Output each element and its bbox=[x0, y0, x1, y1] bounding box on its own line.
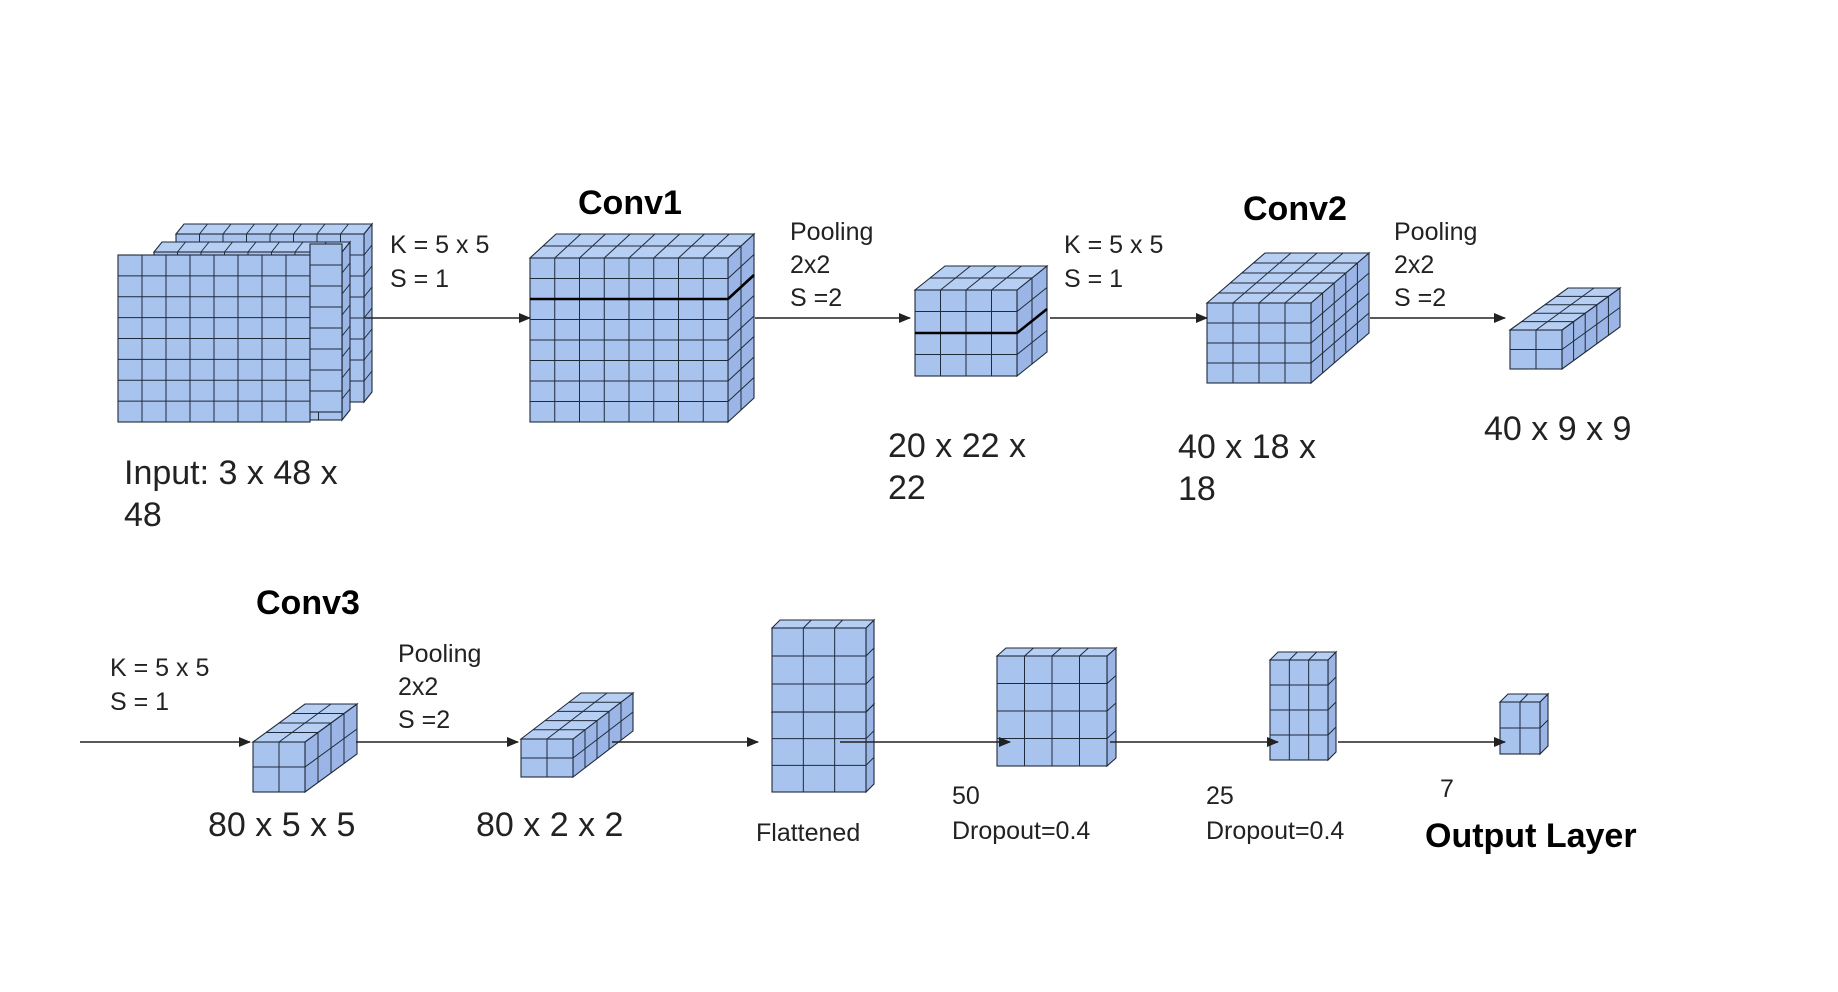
fc2-size: 25 bbox=[1206, 782, 1234, 810]
fc2-dropout: Dropout=0.4 bbox=[1206, 817, 1344, 845]
dim-after-conv2-line1: 40 x 18 x bbox=[1178, 428, 1316, 466]
input-dim-line1: Input: 3 x 48 x bbox=[124, 454, 338, 492]
conv1-volume bbox=[528, 232, 756, 424]
dim-after-conv2-line2: 18 bbox=[1178, 470, 1216, 508]
pool3-size: 2x2 bbox=[398, 673, 438, 701]
input-dim-line2: 48 bbox=[124, 496, 162, 534]
conv2-title: Conv2 bbox=[1243, 190, 1347, 228]
output-dense bbox=[1498, 692, 1550, 756]
labels: Conv1 Conv2 Conv3 Output Layer Input: 3 … bbox=[110, 184, 1637, 855]
pool2-volume bbox=[1508, 286, 1622, 371]
fc1-dense bbox=[995, 646, 1118, 768]
fc2-dense bbox=[1268, 650, 1338, 762]
conv1-kernel: K = 5 x 5 bbox=[390, 231, 489, 259]
fc1-size: 50 bbox=[952, 782, 980, 810]
pool1-stride: S =2 bbox=[790, 284, 842, 312]
pool3-stride: S =2 bbox=[398, 706, 450, 734]
pool2-stride: S =2 bbox=[1394, 284, 1446, 312]
fc1-dropout: Dropout=0.4 bbox=[952, 817, 1090, 845]
conv1-title: Conv1 bbox=[578, 184, 682, 222]
flattened-vector-top bbox=[770, 618, 876, 714]
dim-after-pool1-line2: 22 bbox=[888, 469, 926, 507]
flattened-label: Flattened bbox=[756, 819, 860, 847]
flattened-vector-bottom bbox=[770, 702, 876, 794]
conv2-volume bbox=[1205, 251, 1371, 385]
conv1-stride: S = 1 bbox=[390, 265, 449, 293]
conv2-kernel: K = 5 x 5 bbox=[1064, 231, 1163, 259]
output-layer-title: Output Layer bbox=[1425, 817, 1637, 855]
conv2-stride: S = 1 bbox=[1064, 265, 1123, 293]
pool2-size: 2x2 bbox=[1394, 251, 1434, 279]
input-slab-1 bbox=[117, 254, 311, 423]
cube-layers bbox=[117, 222, 1622, 794]
pool1-volume bbox=[913, 264, 1049, 378]
output-size: 7 bbox=[1440, 775, 1454, 803]
pool3-volume bbox=[519, 691, 635, 779]
dim-after-pool3: 80 x 2 x 2 bbox=[476, 806, 623, 844]
pool2-label: Pooling bbox=[1394, 218, 1477, 246]
pool1-size: 2x2 bbox=[790, 251, 830, 279]
conv3-kernel: K = 5 x 5 bbox=[110, 654, 209, 682]
dim-after-pool2: 40 x 9 x 9 bbox=[1484, 410, 1631, 448]
conv3-title: Conv3 bbox=[256, 584, 360, 622]
conv3-volume bbox=[251, 702, 359, 794]
input-edge-2 bbox=[309, 243, 343, 413]
pool1-label: Pooling bbox=[790, 218, 873, 246]
dim-after-pool1-line1: 20 x 22 x bbox=[888, 427, 1026, 465]
conv3-stride: S = 1 bbox=[110, 688, 169, 716]
pool3-label: Pooling bbox=[398, 640, 481, 668]
arrows bbox=[80, 313, 1506, 747]
dim-after-conv3: 80 x 5 x 5 bbox=[208, 806, 355, 844]
